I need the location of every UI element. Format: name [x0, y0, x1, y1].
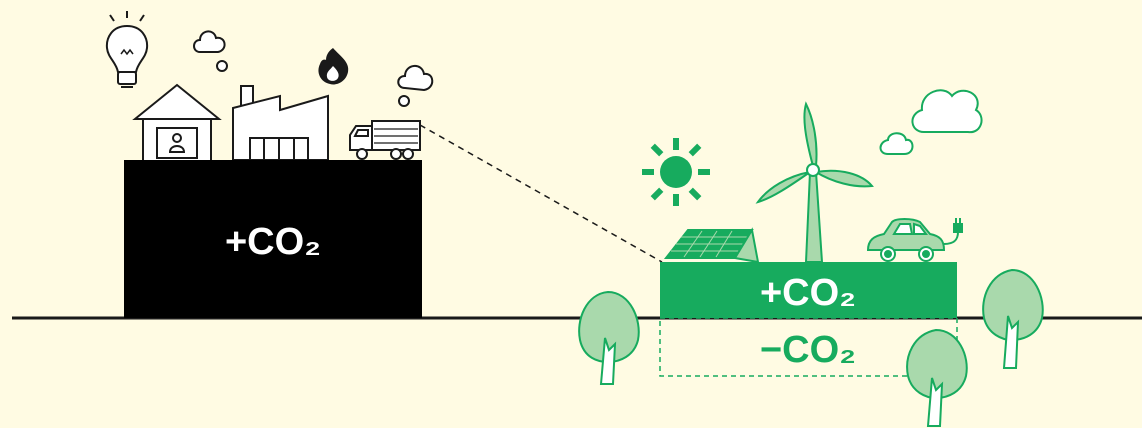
absorption-label: −CO₂ [760, 329, 856, 371]
tree-icon [578, 290, 640, 385]
sun-icon [642, 138, 710, 206]
factory-icon [232, 85, 329, 161]
cloud-icon [879, 89, 983, 155]
dashed-connector [419, 124, 663, 263]
house-icon [132, 83, 222, 162]
tree-icon [906, 328, 968, 427]
flame-icon [318, 48, 349, 85]
emission-block [124, 160, 422, 318]
offset-emission-label: +CO₂ [760, 272, 856, 314]
smoke-cloud-icon [397, 65, 434, 107]
tree-icon [982, 268, 1044, 369]
solar-panel-icon [663, 227, 760, 264]
electric-car-icon [866, 218, 963, 262]
light-bulb-icon [105, 11, 149, 88]
truck-icon [349, 120, 421, 160]
wind-turbine-icon [755, 101, 874, 263]
offset-emission-block [660, 262, 957, 318]
emission-block-label: +CO₂ [225, 221, 321, 263]
smoke-cloud-icon [193, 30, 228, 72]
